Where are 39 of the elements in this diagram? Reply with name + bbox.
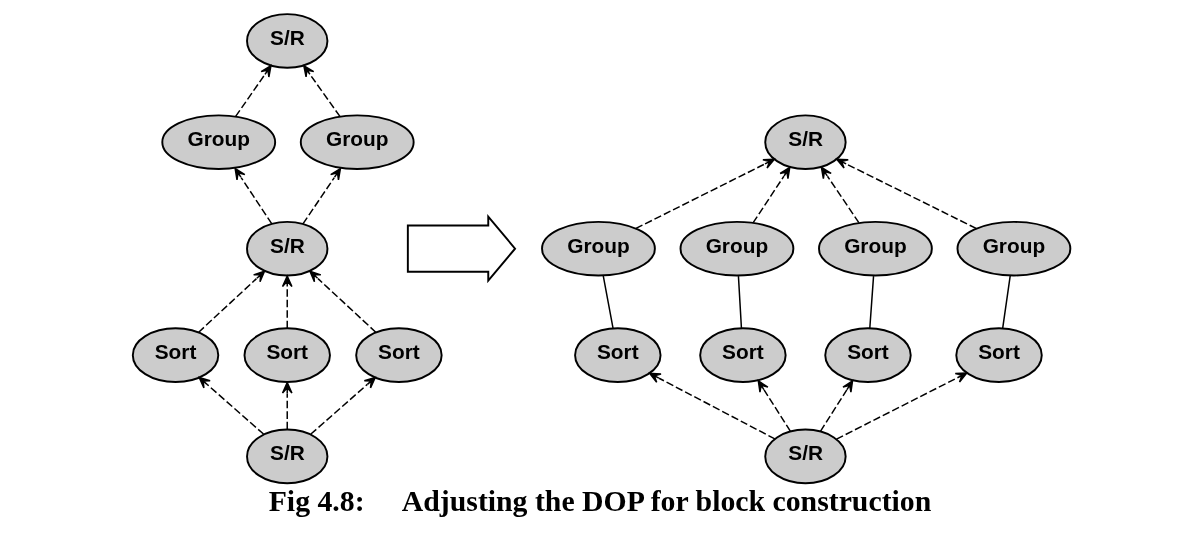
arrow <box>648 372 776 440</box>
connector <box>737 275 742 329</box>
node-ellipse: S/R <box>763 428 847 485</box>
node-ellipse: Sort <box>243 327 331 383</box>
node-ellipse: Group <box>299 114 415 170</box>
node-ellipse: Group <box>817 220 933 277</box>
arrow <box>197 376 264 435</box>
arrow <box>197 270 265 333</box>
caption: Fig 4.8: Adjusting the DOP for block construction <box>268 484 931 518</box>
arrow <box>819 380 853 432</box>
arrow <box>751 166 791 224</box>
connector <box>868 275 874 329</box>
node-ellipse: Group <box>160 114 276 170</box>
arrow <box>233 167 272 225</box>
arrow <box>302 65 341 118</box>
arrow <box>309 376 376 435</box>
node-ellipse: S/R <box>245 13 328 69</box>
arrow <box>835 158 977 230</box>
node-ellipse: Group <box>679 220 794 277</box>
arrow <box>301 167 341 225</box>
node-ellipse: Sort <box>354 327 443 383</box>
node-ellipse: Sort <box>698 327 787 383</box>
node-ellipse: S/R <box>245 428 328 485</box>
node-ellipse: Group <box>540 220 656 277</box>
arrow <box>634 158 775 230</box>
node-ellipse: Sort <box>131 327 219 383</box>
arrow <box>281 381 293 430</box>
arrow <box>820 166 860 224</box>
connector <box>1001 274 1011 329</box>
node-ellipse: S/R <box>245 220 328 277</box>
arrow <box>234 65 272 118</box>
arrow <box>308 270 376 333</box>
arrow <box>835 372 967 440</box>
node-ellipse: Sort <box>823 327 912 383</box>
connector <box>601 274 614 329</box>
node-arrow <box>406 214 516 284</box>
arrow <box>281 275 293 329</box>
node-ellipse: Group <box>956 220 1071 277</box>
arrow <box>757 380 791 432</box>
